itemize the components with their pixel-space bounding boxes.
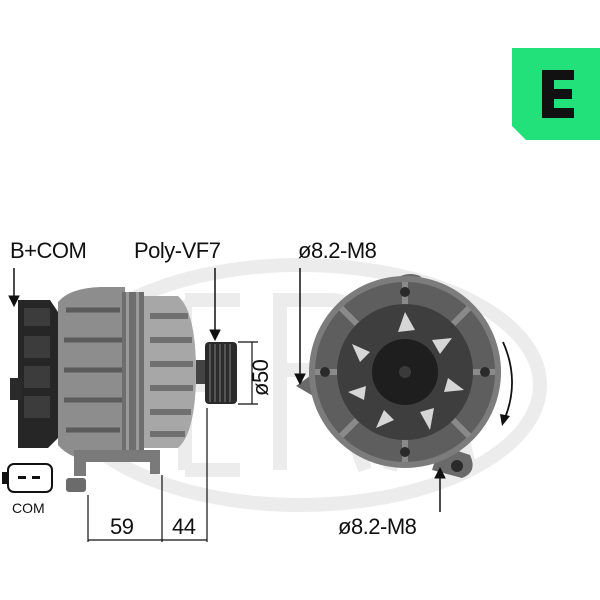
pulley-diameter-dimension bbox=[238, 341, 258, 405]
dimension-right: 44 bbox=[172, 514, 196, 539]
pulley-leader bbox=[209, 268, 221, 342]
pulley-type-label: Poly-VF7 bbox=[134, 238, 221, 263]
alternator-side-view bbox=[10, 287, 237, 492]
bolt-bottom-leader bbox=[434, 466, 446, 512]
alternator-front-view bbox=[296, 274, 501, 478]
era-logo-icon bbox=[512, 48, 600, 140]
pulley-diameter-label: ø50 bbox=[248, 359, 273, 396]
bolt-top-leader bbox=[294, 268, 306, 386]
length-dimensions bbox=[87, 408, 208, 542]
connector-leader bbox=[8, 268, 20, 308]
dimension-left: 59 bbox=[110, 514, 134, 539]
com-plug-icon bbox=[2, 463, 53, 493]
bolt-top-label: ø8.2-M8 bbox=[298, 238, 377, 263]
bolt-bottom-label: ø8.2-M8 bbox=[338, 514, 417, 539]
connector-label: B+COM bbox=[10, 238, 87, 263]
com-plug-label: COM bbox=[12, 500, 45, 516]
rotation-arrow-icon bbox=[500, 341, 513, 426]
